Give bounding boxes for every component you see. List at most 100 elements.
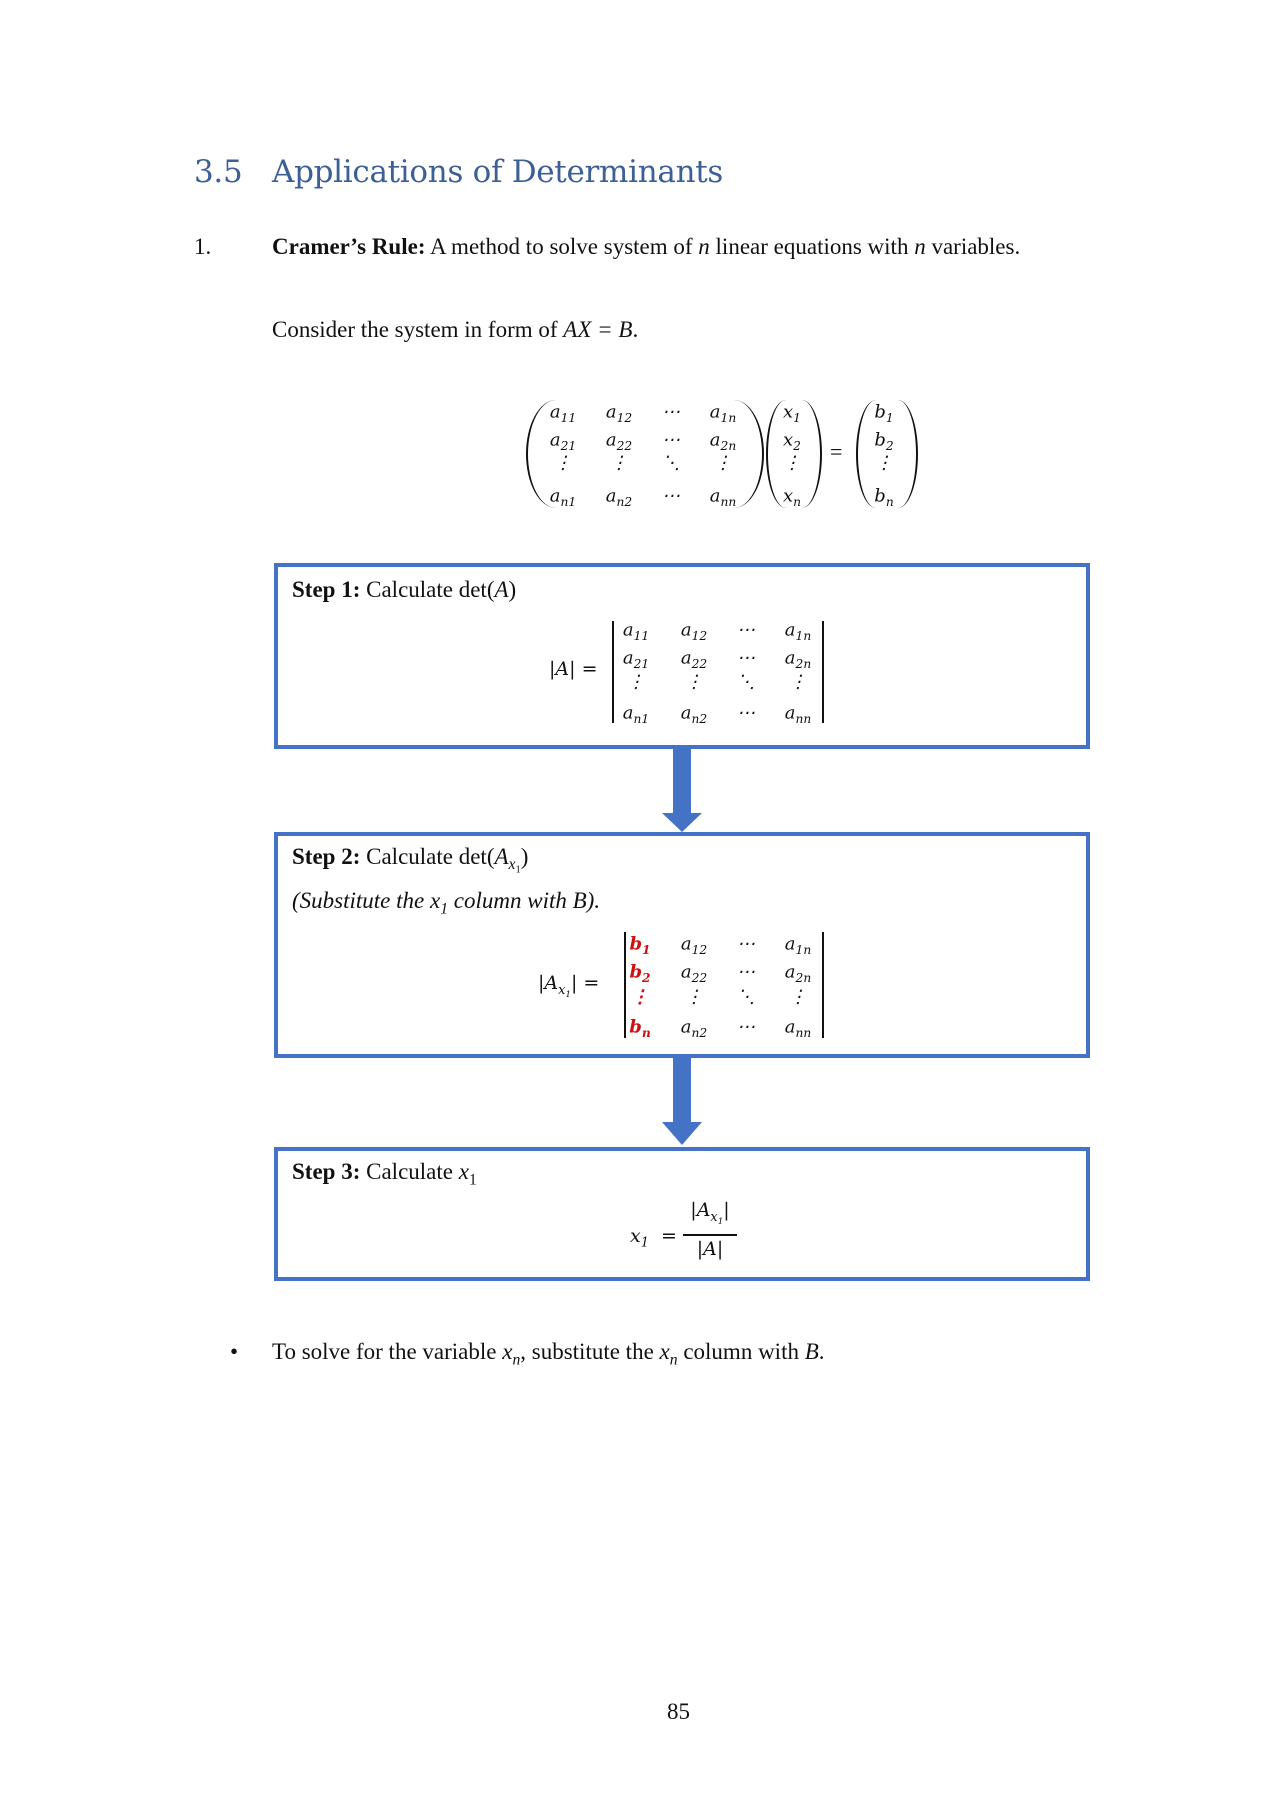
- entry-subscript: 12: [691, 942, 708, 957]
- math-var: x: [659, 1339, 670, 1364]
- entry-subscript: n2: [691, 711, 708, 726]
- entry-subscript: 2: [885, 438, 894, 453]
- term-label: Cramer’s Rule:: [272, 234, 426, 259]
- matrix-entry: a2n: [785, 648, 812, 671]
- matrix-entry: a21: [622, 647, 649, 670]
- entry-base: a: [680, 619, 692, 641]
- entry-base: a: [680, 933, 692, 955]
- fraction-numerator: |Ax1|: [683, 1199, 737, 1226]
- matrix-entry: ⋯: [737, 648, 755, 669]
- x1-lhs: x1 =: [630, 1225, 677, 1249]
- entry-base: a: [680, 702, 692, 724]
- fraction-denominator: |A|: [696, 1238, 724, 1260]
- entry-subscript: 2: [642, 970, 651, 985]
- step-1-box: [274, 563, 1090, 749]
- matrix-a-parentheses: [526, 400, 764, 508]
- matrix-entry: ⋯: [737, 1017, 755, 1038]
- entry-subscript: n: [641, 1025, 651, 1040]
- matrix-entry: ⋯: [737, 962, 755, 983]
- entry-base: ⋱: [737, 671, 755, 693]
- entry-subscript: nn: [795, 1025, 812, 1040]
- matrix-entry: ⋮: [789, 672, 807, 693]
- entry-base: a: [605, 485, 617, 507]
- matrix-entry: ⋯: [662, 430, 680, 451]
- entry-subscript: n: [793, 494, 802, 509]
- entry-base: ⋮: [789, 986, 807, 1008]
- matrix-entry: an2: [680, 1016, 707, 1039]
- text: .: [818, 1339, 825, 1364]
- matrix-entry: an2: [605, 485, 632, 508]
- matrix-entry: ⋮: [685, 672, 703, 693]
- entry-subscript: 2n: [795, 656, 812, 671]
- entry-base: b: [874, 429, 886, 451]
- text: |: [723, 1199, 730, 1221]
- math-var: B: [572, 888, 587, 913]
- matrix-entry: ann: [785, 703, 812, 725]
- math-var: x: [630, 1225, 641, 1247]
- matrix-entry: ⋱: [662, 453, 680, 474]
- entry-base: a: [549, 401, 561, 423]
- math-var: A: [494, 577, 509, 602]
- entry-base: b: [874, 485, 886, 507]
- page-number: 85: [667, 1699, 690, 1724]
- vector-x-parentheses: [766, 400, 822, 508]
- entry-base: ⋮: [610, 452, 628, 474]
- entry-base: a: [622, 647, 634, 669]
- matrix-entry: a12: [606, 402, 633, 425]
- entry-subscript: 11: [633, 628, 650, 643]
- matrix-entry: ⋮: [631, 987, 649, 1008]
- text: column with: [677, 1339, 805, 1364]
- det-bar-right: [822, 621, 824, 723]
- consider-sentence: Consider the system in form of AX = B.: [272, 317, 638, 343]
- matrix-entry: b1: [874, 402, 893, 424]
- matrix-entry: ⋮: [554, 453, 572, 474]
- step-2-heading: Step 2: Calculate det(Ax1): [292, 844, 529, 876]
- entry-subscript: 1n: [795, 628, 812, 643]
- equation: AX = B: [563, 317, 633, 342]
- entry-base: a: [549, 485, 561, 507]
- step-label: Step 2:: [292, 844, 361, 869]
- math-var: x: [429, 888, 441, 913]
- arrow-down-icon: [662, 1058, 702, 1145]
- entry-base: ⋯: [662, 429, 680, 451]
- bullet-icon: •: [230, 1339, 239, 1364]
- fraction-bar: [683, 1234, 737, 1236]
- entry-base: b: [629, 961, 643, 983]
- text: (Substitute the: [292, 888, 430, 913]
- math-subsub: 1: [565, 989, 571, 1000]
- entry-base: ⋯: [737, 647, 755, 669]
- text: ): [508, 577, 517, 602]
- text: Calculate det(: [366, 577, 495, 602]
- text: ): [520, 844, 529, 869]
- entry-base: a: [680, 1016, 692, 1038]
- entry-base: a: [680, 961, 692, 983]
- text: To solve for the variable: [272, 1339, 503, 1364]
- step-3-box: [274, 1147, 1090, 1281]
- text: linear equations with: [709, 234, 915, 259]
- math-var: x: [502, 1339, 513, 1364]
- matrix-entry: ⋮: [610, 453, 628, 474]
- step-label: Step 3:: [292, 1159, 361, 1184]
- entry-base: a: [784, 961, 796, 983]
- matrix-entry: an1: [549, 485, 576, 508]
- matrix-entry: bn: [629, 1017, 651, 1040]
- list-number: 1.: [194, 234, 212, 259]
- det-ax1-lhs: |Ax1| =: [538, 972, 600, 999]
- entry-subscript: 11: [560, 410, 577, 425]
- entry-base: ⋯: [737, 702, 755, 724]
- matrix-entry: ⋮: [783, 453, 801, 474]
- entry-base: a: [709, 429, 721, 451]
- entry-subscript: 2: [793, 438, 801, 453]
- text: | =: [570, 972, 600, 994]
- det-bar-left: [612, 621, 614, 723]
- entry-base: a: [605, 429, 617, 451]
- entry-base: x: [783, 429, 794, 451]
- matrix-entry: b2: [629, 961, 651, 985]
- entry-subscript: 12: [616, 410, 633, 425]
- matrix-entry: a12: [680, 619, 707, 642]
- text: .: [632, 317, 639, 342]
- matrix-entry: a2n: [709, 429, 736, 452]
- entry-base: ⋮: [685, 671, 703, 693]
- matrix-entry: ⋯: [737, 934, 755, 955]
- matrix-entry: a12: [680, 933, 708, 957]
